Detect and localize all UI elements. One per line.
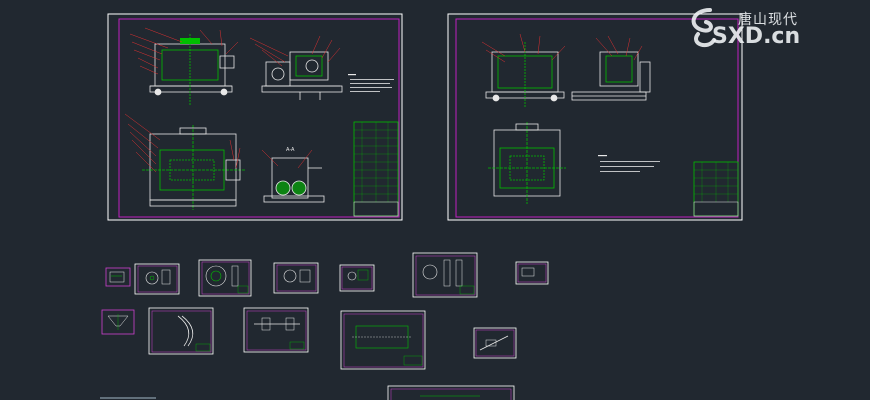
title-block	[353, 121, 399, 217]
technical-notes-2	[598, 155, 660, 172]
sheet-detail-10[interactable]	[243, 307, 309, 353]
leader-lines-side	[249, 35, 341, 67]
sheet-detail-7[interactable]	[515, 261, 549, 285]
side-elevation-view	[261, 51, 343, 100]
plan-view	[142, 125, 245, 210]
section-a-a-view	[263, 157, 325, 203]
sheet-detail-4[interactable]	[273, 262, 319, 294]
sheet-detail-1[interactable]	[105, 267, 131, 287]
sheet-detail-12[interactable]	[473, 327, 517, 359]
leader-lines-front-2	[481, 33, 566, 63]
sheet-detail-8[interactable]	[101, 309, 135, 335]
leader-lines-section	[261, 149, 313, 169]
front-elevation-view	[149, 34, 235, 106]
watermark-latin-text: SXD.cn	[712, 24, 801, 49]
leader-lines-plan	[124, 113, 241, 173]
side-elevation-view-2	[571, 51, 651, 101]
sheet-detail-3[interactable]	[198, 259, 252, 297]
sheet-detail-6[interactable]	[412, 252, 478, 298]
title-block-2	[693, 161, 739, 217]
sheet-detail-13[interactable]	[387, 385, 515, 400]
plan-view-2	[488, 122, 566, 204]
sheet-detail-11[interactable]	[340, 310, 426, 370]
sheet-detail-2[interactable]	[134, 263, 180, 295]
sheet-main-assembly-1[interactable]: A-A	[107, 13, 403, 221]
section-label: A-A	[286, 147, 295, 153]
leader-lines-front	[129, 27, 239, 75]
logo-swirl-icon	[691, 8, 716, 48]
leader-lines-side-2	[595, 35, 643, 61]
sheet-detail-5[interactable]	[339, 264, 375, 292]
watermark-chinese-text: 唐山现代	[738, 12, 798, 28]
sheet-main-assembly-2[interactable]	[447, 13, 743, 221]
sheet-detail-9[interactable]	[148, 307, 214, 355]
technical-notes	[348, 74, 394, 92]
